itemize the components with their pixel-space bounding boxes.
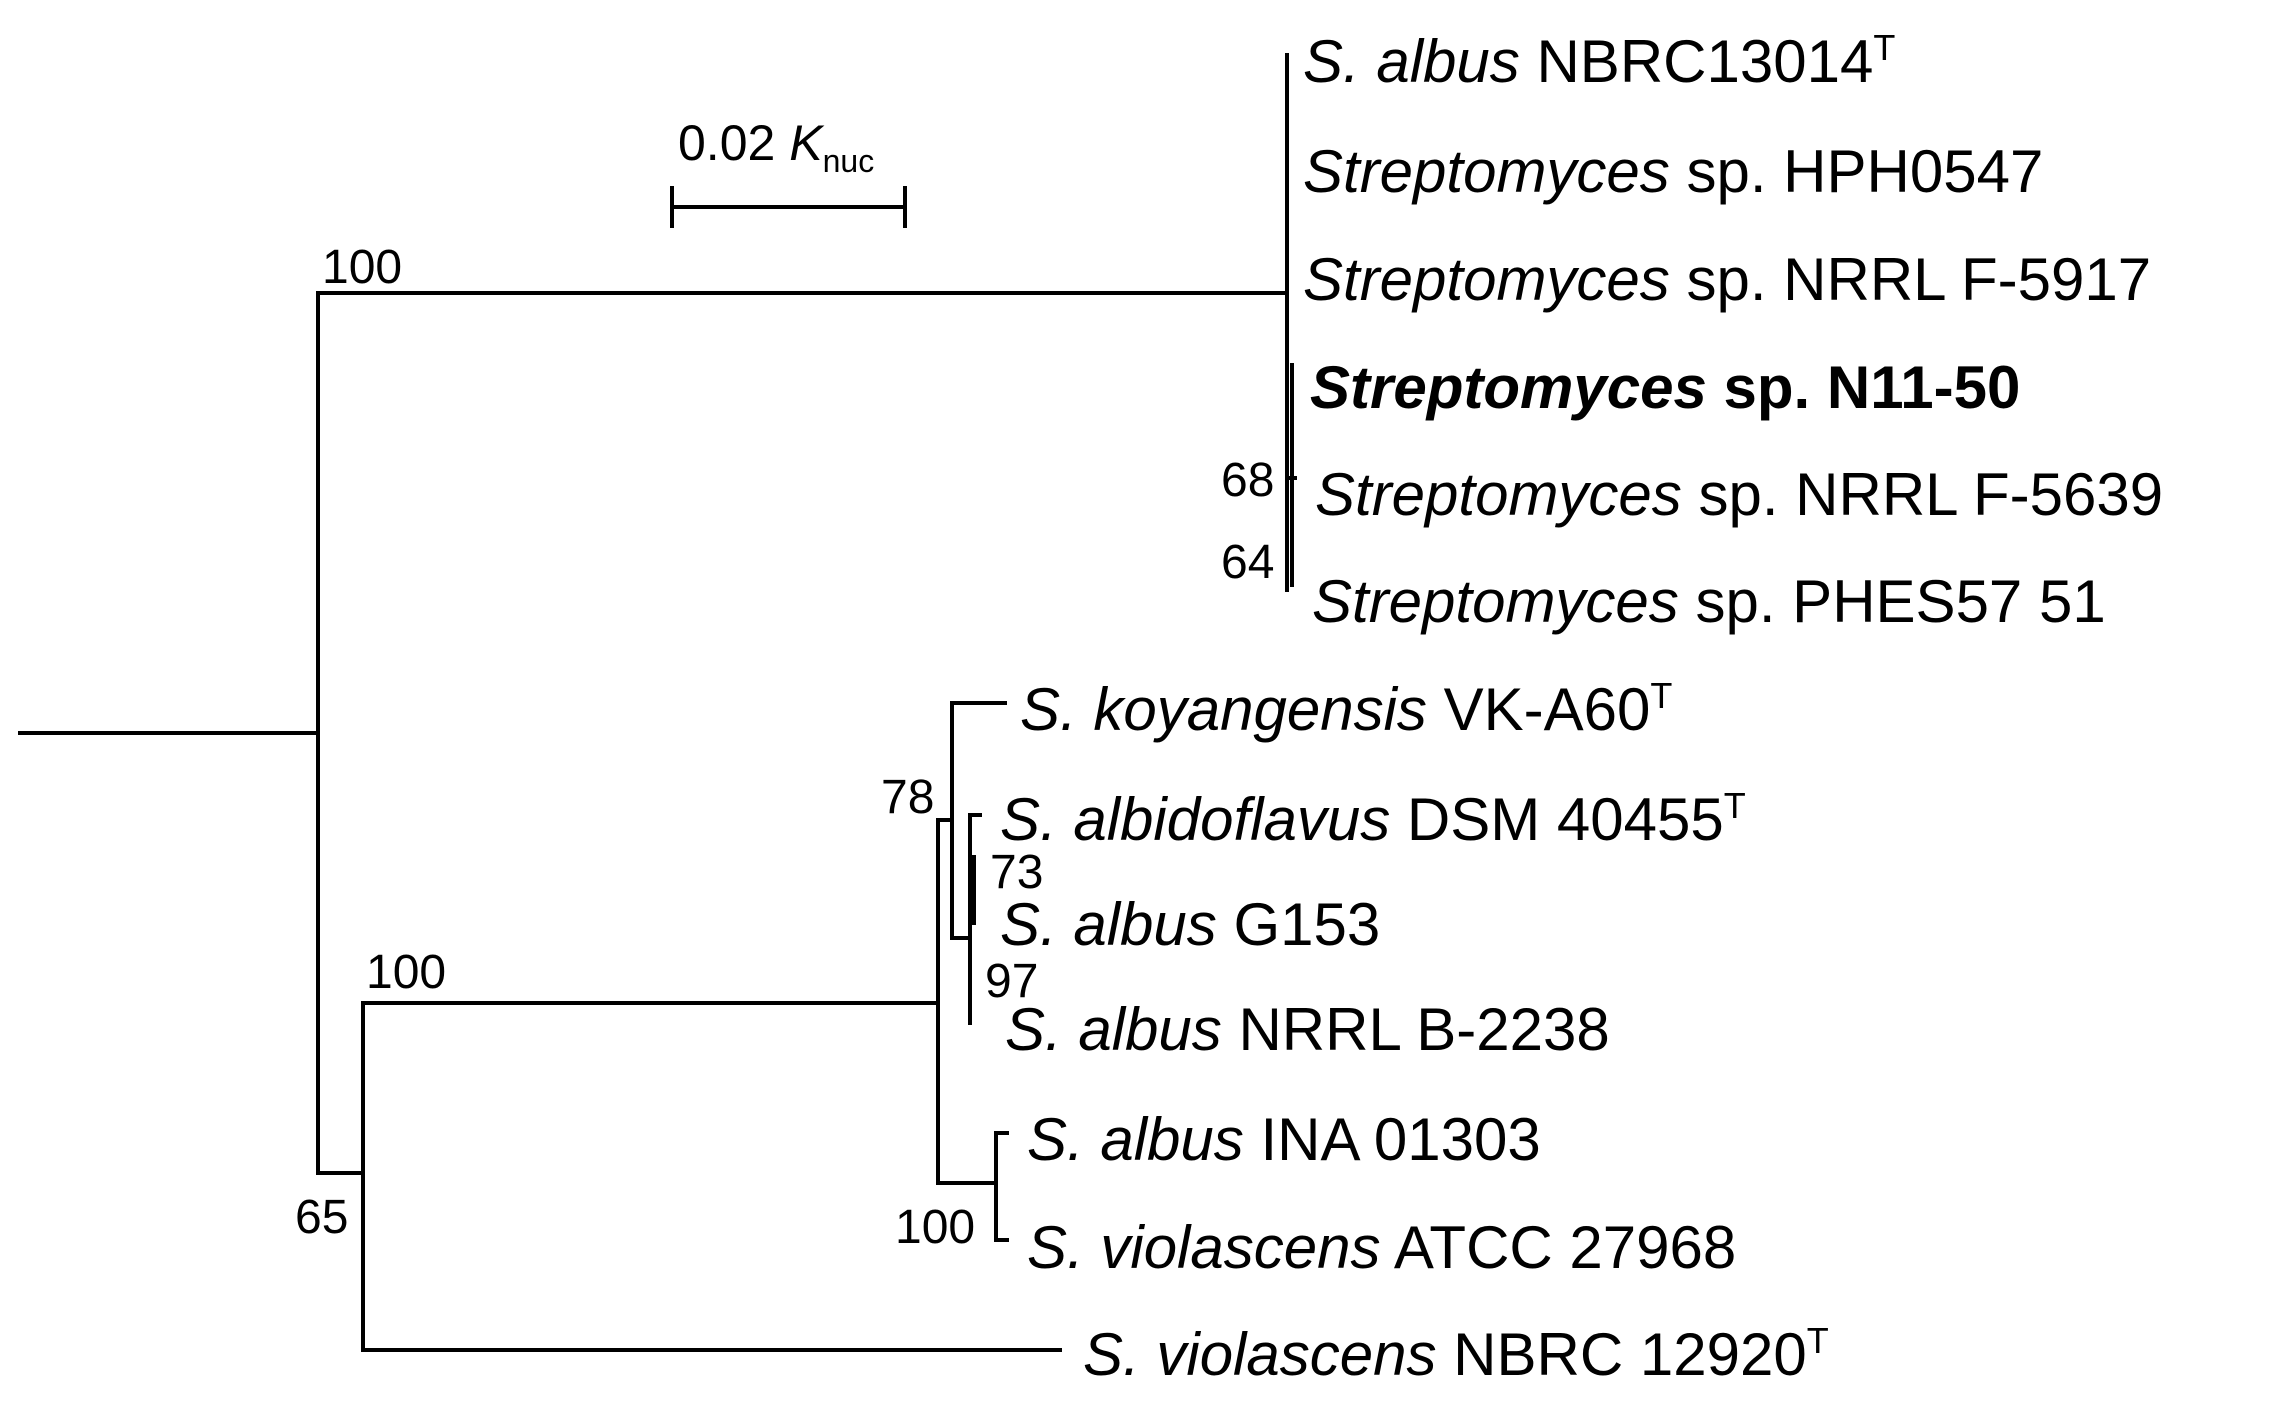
scale-bar: 0.02 Knuc	[670, 115, 907, 228]
taxon-label-highlighted: Streptomyces sp. N11-50	[1310, 354, 2020, 421]
taxon-label: S. violascens ATCC 27968	[1027, 1214, 1736, 1281]
bootstrap-label: 73	[990, 846, 1043, 899]
tree-branches	[18, 53, 1297, 1352]
bootstrap-label: 100	[366, 946, 446, 999]
bootstrap-label: 100	[322, 241, 402, 294]
taxon-label: S. albidoflavus DSM 40455T	[1000, 785, 1746, 853]
taxon-label: S. koyangensis VK-A60T	[1020, 675, 1672, 743]
taxon-labels: S. albus NBRC13014T Streptomyces sp. HPH…	[1000, 27, 2163, 1388]
taxon-label: S. albus INA 01303	[1027, 1106, 1541, 1173]
taxon-label: S. violascens NBRC 12920T	[1083, 1320, 1829, 1388]
taxon-label: S. albus NBRC13014T	[1303, 27, 1895, 95]
scale-bar-label: 0.02 Knuc	[678, 115, 874, 179]
taxon-label: S. albus G153	[1000, 891, 1380, 958]
bootstrap-label: 68	[1221, 454, 1274, 507]
bootstrap-label: 64	[1221, 536, 1274, 589]
bootstrap-label: 100	[895, 1201, 975, 1254]
bootstrap-label: 78	[881, 771, 934, 824]
taxon-label: S. albus NRRL B-2238	[1005, 996, 1610, 1063]
bootstrap-label: 65	[295, 1191, 348, 1244]
taxon-label: Streptomyces sp. PHES57 51	[1312, 568, 2106, 635]
taxon-label: Streptomyces sp. NRRL F-5917	[1303, 246, 2151, 313]
bootstrap-label: 97	[985, 955, 1038, 1008]
bootstrap-values: 100 68 64 78 73 97 100 100 65	[295, 241, 1274, 1254]
taxon-label: Streptomyces sp. HPH0547	[1303, 138, 2043, 205]
taxon-label: Streptomyces sp. NRRL F-5639	[1315, 461, 2163, 528]
